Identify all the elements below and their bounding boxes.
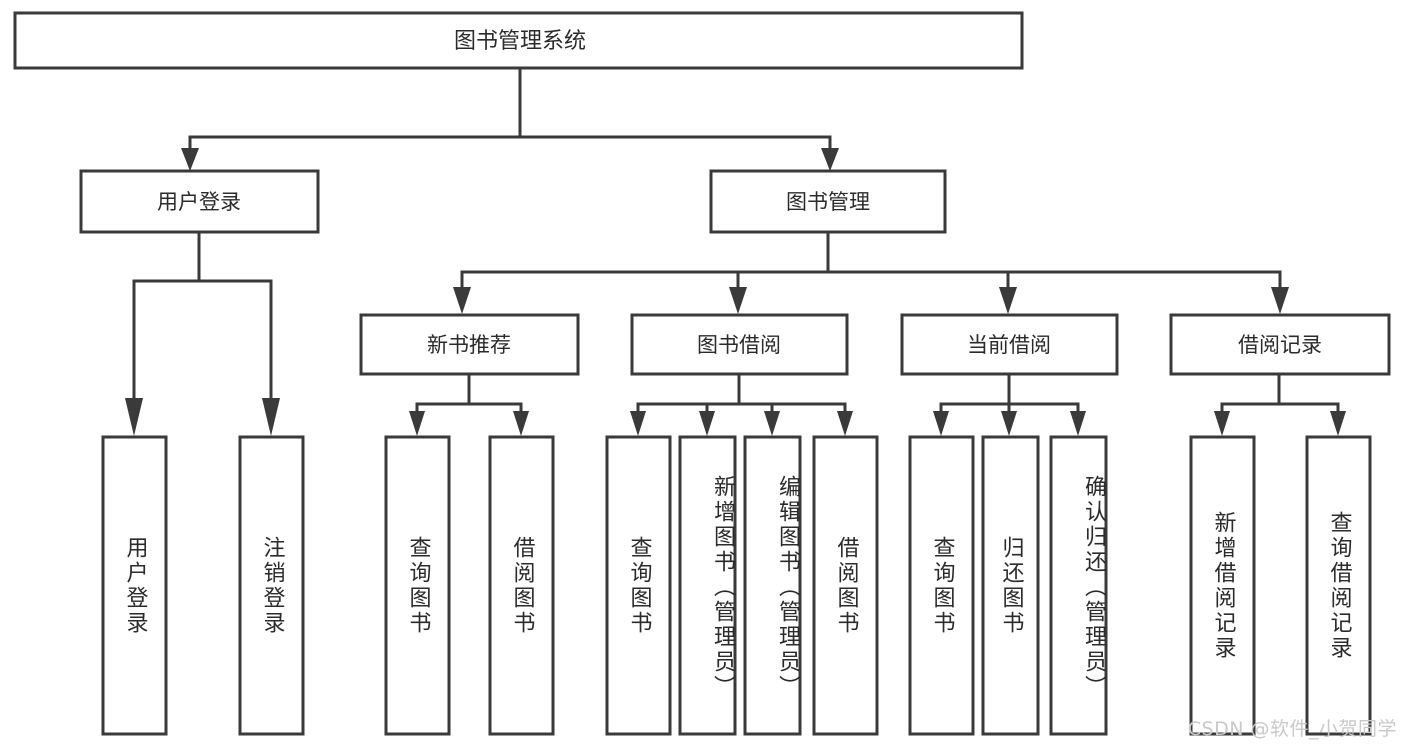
- leaf-return-book-box[interactable]: [981, 435, 1040, 736]
- node-borrow-record[interactable]: 借阅记录: [1169, 313, 1391, 376]
- leaf-query-book-1-box[interactable]: [384, 435, 451, 736]
- arrow-head-leaf-logout: [262, 398, 280, 436]
- arrow-head-book-manage: [821, 148, 839, 171]
- node-root[interactable]: 图书管理系统: [13, 11, 1024, 70]
- arrow-head-leaf-return-book: [1001, 411, 1017, 436]
- node-book-borrow[interactable]: 图书借阅: [630, 313, 849, 376]
- leaf-query-record-box[interactable]: [1305, 435, 1372, 736]
- arrow-head-new-book-recommend: [453, 287, 471, 314]
- arrow-head-leaf-add-book: [699, 411, 715, 436]
- leaf-edit-book-box[interactable]: [743, 435, 802, 736]
- leaf-query-book-3-box[interactable]: [908, 435, 975, 736]
- arrow-head-leaf-user-login: [125, 398, 143, 436]
- arrow-head-leaf-borrow-book-1: [513, 411, 529, 436]
- node-book-manage-box[interactable]: [709, 169, 947, 234]
- leaf-add-record-box[interactable]: [1189, 435, 1256, 736]
- connector-layer: [125, 66, 1346, 436]
- leaf-layer: [101, 435, 1372, 736]
- arrow-head-borrow-record: [1271, 287, 1289, 314]
- arrow-head-user-login: [181, 148, 199, 171]
- node-book-manage[interactable]: 图书管理: [709, 169, 947, 234]
- node-root-label: 图书管理系统: [454, 29, 586, 54]
- node-new-book-recommend-box[interactable]: [359, 313, 580, 376]
- node-user-login-box[interactable]: [79, 169, 320, 234]
- leaf-user-login-box[interactable]: [101, 435, 168, 736]
- leaf-query-book-2-box[interactable]: [605, 435, 672, 736]
- arrow-head-leaf-confirm-return: [1070, 411, 1086, 436]
- arrow-head-leaf-query-record: [1330, 411, 1346, 436]
- node-root-box[interactable]: [13, 11, 1024, 70]
- node-user-login[interactable]: 用户登录: [79, 169, 320, 234]
- node-borrow-record-box[interactable]: [1169, 313, 1391, 376]
- node-current-borrow-label: 当前借阅: [967, 333, 1051, 357]
- arrow-head-leaf-borrow-book-2: [837, 411, 853, 436]
- node-new-book-recommend-label: 新书推荐: [427, 333, 511, 357]
- node-book-borrow-label: 图书借阅: [697, 333, 781, 357]
- arrow-head-current-borrow: [999, 287, 1017, 314]
- node-book-manage-label: 图书管理: [786, 190, 870, 214]
- arrow-head-leaf-query-book-2: [630, 411, 646, 436]
- leaf-borrow-book-2-box[interactable]: [812, 435, 879, 736]
- csdn-watermark: CSDN @软件_小贺同学: [1187, 718, 1397, 740]
- node-book-borrow-box[interactable]: [630, 313, 849, 376]
- arrow-head-book-borrow: [729, 287, 747, 314]
- arrow-head-leaf-edit-book: [764, 411, 780, 436]
- node-user-login-label: 用户登录: [157, 190, 241, 214]
- arrow-head-leaf-query-book-3: [933, 411, 949, 436]
- arrow-head-leaf-query-book-1: [409, 411, 425, 436]
- arrow-head-leaf-add-record: [1214, 411, 1230, 436]
- node-new-book-recommend[interactable]: 新书推荐: [359, 313, 580, 376]
- node-current-borrow-box[interactable]: [900, 313, 1119, 376]
- leaf-logout-box[interactable]: [238, 435, 305, 736]
- leaf-borrow-book-1-box[interactable]: [488, 435, 555, 736]
- leaf-add-book-box[interactable]: [678, 435, 737, 736]
- node-current-borrow[interactable]: 当前借阅: [900, 313, 1119, 376]
- node-borrow-record-label: 借阅记录: [1238, 333, 1322, 357]
- leaf-confirm-return-box[interactable]: [1049, 435, 1108, 736]
